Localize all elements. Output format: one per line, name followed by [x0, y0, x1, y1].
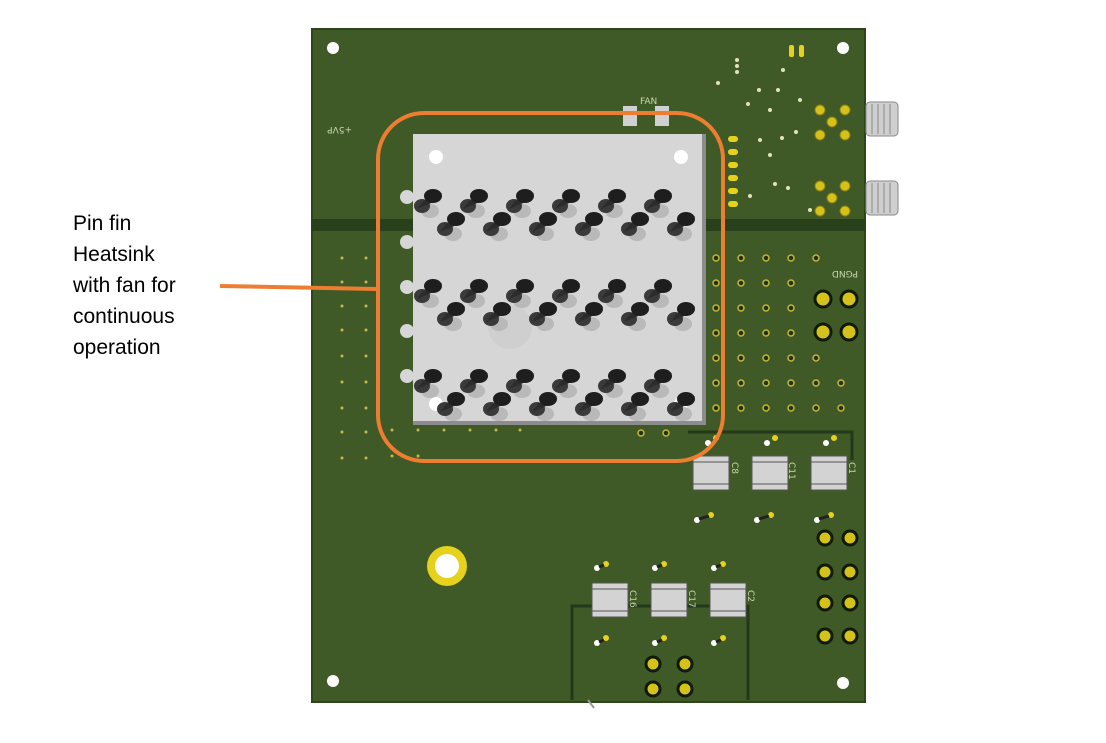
pin-fin — [598, 189, 626, 218]
edge-pins — [400, 190, 414, 383]
cap-label: C2 — [745, 590, 755, 602]
ground-silkscreen: PGND — [832, 268, 858, 278]
pin-fin — [667, 212, 695, 241]
via-grid — [637, 254, 845, 437]
pin-fin — [506, 369, 534, 398]
cable-tail — [587, 699, 595, 709]
pin-fin — [529, 212, 557, 241]
copper-trace — [688, 430, 854, 460]
pin-fin — [575, 392, 603, 421]
small-components — [594, 435, 837, 646]
pin-fin — [414, 279, 442, 308]
pin-fin — [552, 279, 580, 308]
pin-fin — [414, 369, 442, 398]
pin-fin — [437, 212, 465, 241]
pin-fin — [644, 369, 672, 398]
pin-fin — [621, 302, 649, 331]
capacitor-row-lower — [591, 582, 747, 618]
plated-hole — [427, 546, 467, 586]
pin-fin — [506, 189, 534, 218]
annotation-leader-line — [219, 284, 377, 291]
cap-label: C1 — [846, 462, 856, 474]
pin-fin — [575, 302, 603, 331]
pin-fin — [437, 392, 465, 421]
annotation-line: with fan for — [73, 274, 176, 297]
mounting-holes — [327, 42, 849, 689]
pin-fin — [575, 212, 603, 241]
power-silkscreen: +5VP — [327, 124, 352, 134]
pin-fin — [552, 369, 580, 398]
pin-fin — [621, 392, 649, 421]
annotation-line: continuous — [73, 305, 175, 328]
pin-fin — [598, 369, 626, 398]
sma-connector-bottom — [865, 180, 899, 216]
pin-fin — [552, 189, 580, 218]
capacitor-row-upper — [692, 455, 848, 491]
pin-fin — [483, 212, 511, 241]
sma-pads — [814, 104, 851, 217]
pin-fin — [667, 302, 695, 331]
pin-fin — [460, 189, 488, 218]
heatsink-highlight-box — [376, 111, 725, 463]
small-pad-field — [340, 256, 522, 460]
pin-fin — [414, 189, 442, 218]
annotation-label: Pin fin Heatsink with fan for continuous… — [73, 208, 223, 363]
pin-fin — [483, 302, 511, 331]
pin-fin — [529, 302, 557, 331]
pin-fin-array — [414, 189, 695, 421]
via-group — [716, 58, 812, 212]
sma-connector-top — [865, 101, 899, 137]
pin-fin — [506, 279, 534, 308]
pin-fin — [529, 392, 557, 421]
header-pads — [728, 45, 804, 207]
pin-fin — [644, 189, 672, 218]
pin-fin — [437, 302, 465, 331]
fan-silkscreen: FAN — [640, 97, 657, 107]
cap-label: C16 — [627, 590, 637, 608]
annotation-line: Heatsink — [73, 243, 155, 266]
pin-fin — [460, 279, 488, 308]
pin-fin — [667, 392, 695, 421]
cap-label: C17 — [686, 590, 696, 608]
pin-fin — [621, 212, 649, 241]
terminal-pads — [644, 289, 859, 698]
pin-fin — [460, 369, 488, 398]
pin-fin — [598, 279, 626, 308]
annotation-line: Pin fin — [73, 212, 132, 235]
pin-fin — [483, 392, 511, 421]
cap-label: C8 — [729, 462, 739, 474]
heatsink — [413, 134, 706, 425]
cap-label: C11 — [786, 462, 796, 480]
annotation-line: operation — [73, 336, 161, 359]
pin-fin — [644, 279, 672, 308]
